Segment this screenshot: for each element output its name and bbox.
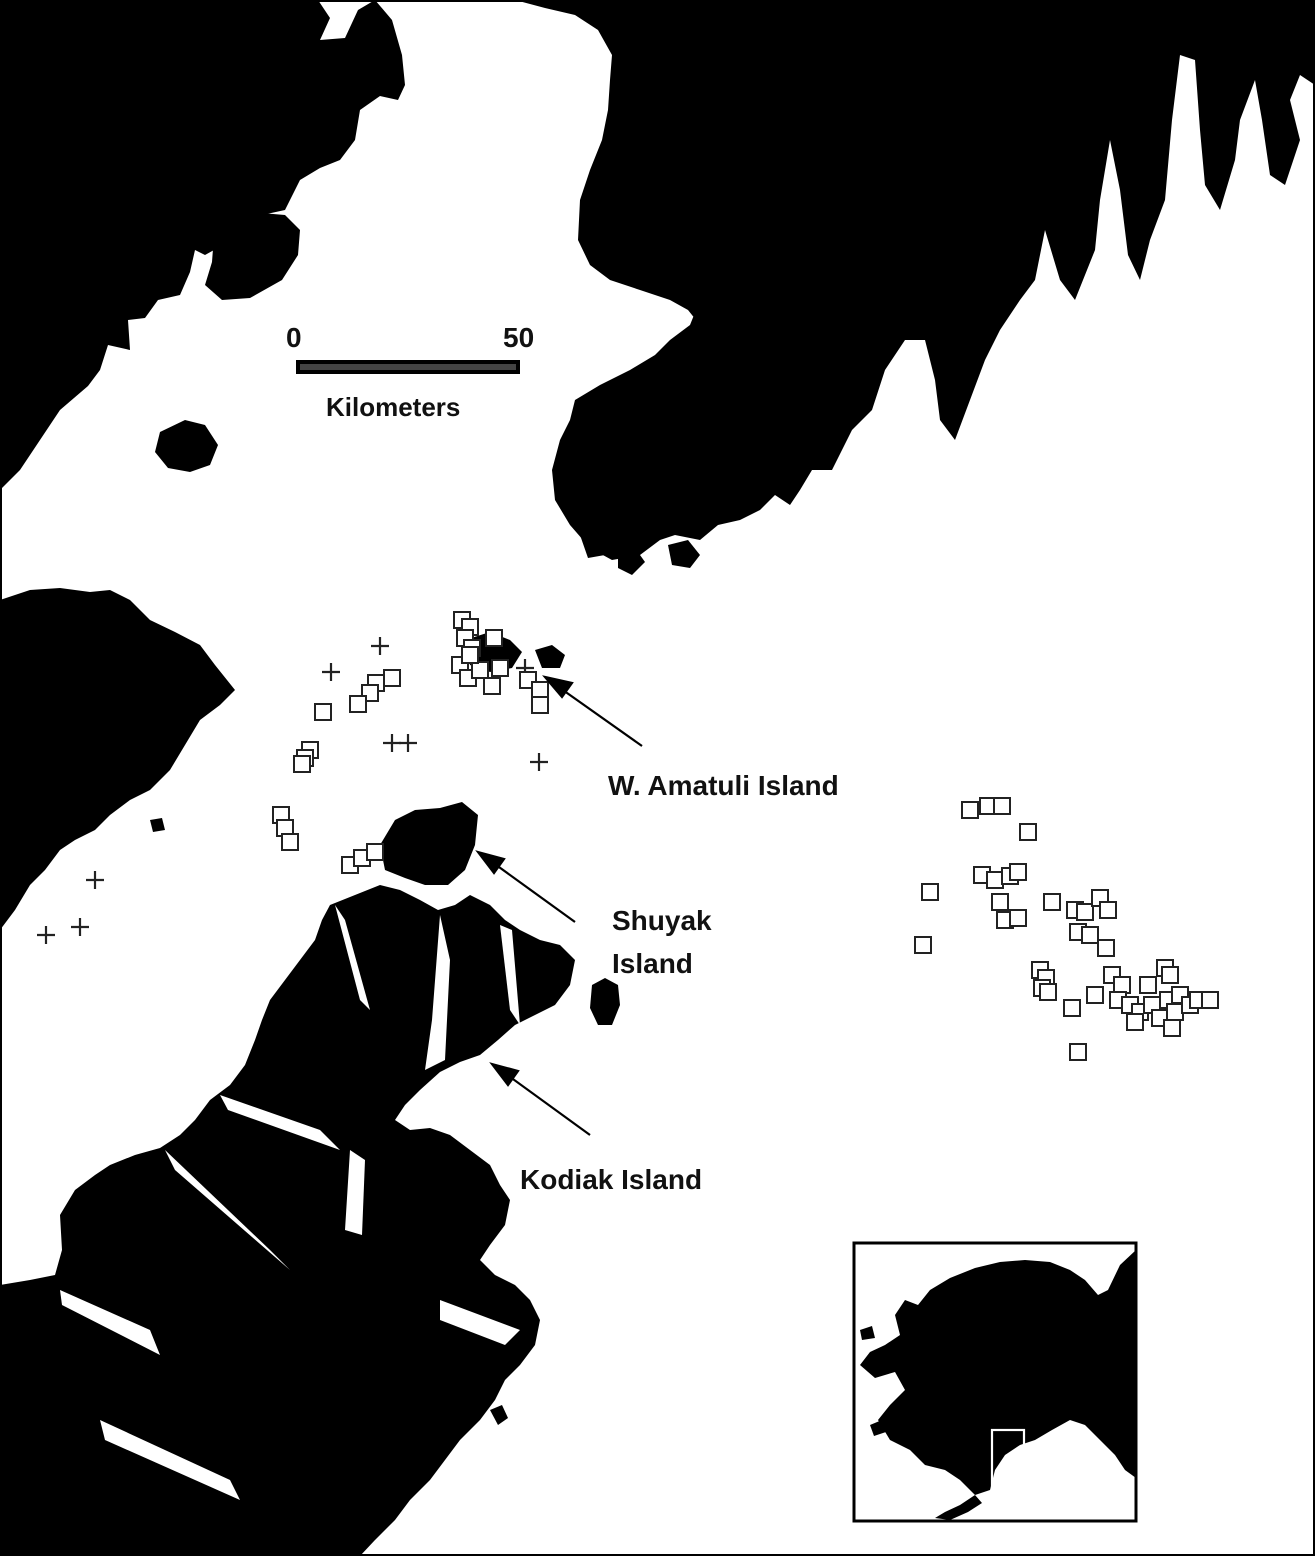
square-marker [314, 703, 332, 721]
arrow-shuyak-line [491, 861, 576, 923]
land-augustine-island [155, 420, 218, 472]
square-marker [1097, 939, 1115, 957]
inset-islet-2 [860, 1326, 875, 1340]
square-marker [1063, 999, 1081, 1017]
fjord-2 [425, 915, 450, 1070]
square-marker [1039, 983, 1057, 1001]
land-shuyak-island [380, 802, 478, 885]
plus-marker [322, 663, 340, 681]
square-marker [1163, 1019, 1181, 1037]
land-kenai-islet-2 [618, 548, 645, 575]
scale-unit-label: Kilometers [326, 392, 460, 422]
plus-marker [530, 753, 548, 771]
scale-min-label: 0 [286, 322, 302, 353]
square-marker [293, 755, 311, 773]
label-kodiak-island: Kodiak Island [520, 1164, 702, 1195]
inset-aleutian-tail [935, 1495, 982, 1520]
fjord-3 [500, 925, 520, 1025]
fjord-5 [165, 1150, 290, 1270]
square-marker [991, 893, 1009, 911]
arrow-amatuli-head [542, 675, 574, 699]
pointer-arrows [475, 675, 643, 1136]
square-marker [483, 677, 501, 695]
arrow-kodiak-head [489, 1062, 520, 1087]
square-marker [1086, 986, 1104, 1004]
plus-marker [383, 734, 401, 752]
square-marker [471, 661, 489, 679]
square-marker [531, 681, 549, 699]
square-marker [1009, 863, 1027, 881]
square-marker [1113, 976, 1131, 994]
scale-bar: 0 50 Kilometers [286, 322, 534, 422]
square-marker [1166, 1003, 1184, 1021]
land-northwest-lobe [205, 212, 300, 300]
fjord-8 [440, 1300, 520, 1345]
square-marker [1201, 991, 1219, 1009]
square-marker [1009, 909, 1027, 927]
alaska-locator-icon [860, 1250, 1136, 1495]
label-shuyak-line2: Island [612, 948, 693, 979]
label-w-amatuli-island: W. Amatuli Island [608, 770, 839, 801]
fjord-7 [60, 1290, 160, 1355]
square-marker [961, 801, 979, 819]
arrow-kodiak-line [505, 1073, 591, 1136]
square-marker [281, 833, 299, 851]
scale-bar-inner [300, 364, 516, 370]
kodiak-fjords [60, 905, 520, 1500]
land-west-islet [150, 818, 165, 832]
plus-marker [71, 918, 89, 936]
fjord-6 [345, 1150, 365, 1235]
square-marker [914, 936, 932, 954]
inset-islet-1 [870, 1420, 886, 1436]
land-kenai-islet-3 [668, 540, 700, 568]
square-marker [461, 646, 479, 664]
square-marker [1043, 893, 1061, 911]
land-west-mainland [0, 588, 235, 930]
land-kenai-islet-1 [580, 528, 612, 558]
square-marker [491, 659, 509, 677]
square-marker [1126, 1013, 1144, 1031]
square-marker [993, 797, 1011, 815]
square-marker [921, 883, 939, 901]
square-marker [1081, 926, 1099, 944]
arrow-shuyak-head [475, 850, 506, 875]
land-marmot-island [590, 978, 620, 1025]
inset-map [852, 1241, 1138, 1523]
fjord-4 [220, 1095, 340, 1150]
fjord-1 [335, 905, 370, 1010]
arrow-amatuli-line [559, 687, 643, 747]
plus-marker [37, 926, 55, 944]
square-marker [1139, 976, 1157, 994]
plus-marker [371, 637, 389, 655]
plus-markers [37, 637, 548, 944]
square-marker [1019, 823, 1037, 841]
scale-max-label: 50 [503, 322, 534, 353]
land-kenai-peninsula [515, 0, 1315, 560]
square-marker [1099, 901, 1117, 919]
square-marker [349, 695, 367, 713]
plus-marker [399, 734, 417, 752]
land-kodiak-islet [490, 1405, 508, 1425]
fjord-9 [100, 1420, 240, 1500]
square-marker [485, 629, 503, 647]
inset-study-area-box [990, 1428, 1026, 1492]
square-marker [1069, 1043, 1087, 1061]
square-marker [531, 696, 549, 714]
plus-marker [86, 871, 104, 889]
square-markers [272, 611, 1219, 1061]
land-northwest-mainland [0, 0, 405, 490]
square-marker [1161, 966, 1179, 984]
square-marker [986, 871, 1004, 889]
square-marker [1076, 903, 1094, 921]
place-labels: W. Amatuli Island Shuyak Island Kodiak I… [520, 770, 839, 1195]
square-marker [383, 669, 401, 687]
label-shuyak-line1: Shuyak [612, 905, 712, 936]
square-marker [366, 843, 384, 861]
